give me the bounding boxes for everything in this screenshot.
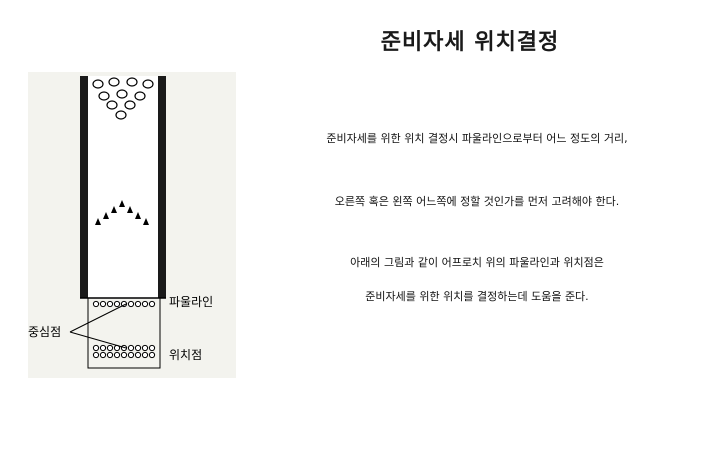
position-dots (92, 344, 156, 359)
dot (113, 351, 121, 359)
pin-circle (134, 91, 146, 101)
left-gutter (80, 76, 88, 298)
dot (141, 351, 149, 359)
lane-surface (88, 76, 158, 298)
arrow-mark (103, 212, 109, 219)
dot (99, 300, 107, 308)
dot (120, 351, 128, 359)
pin-circle (98, 91, 110, 101)
body-paragraph-3: 아래의 그림과 같이 어프로치 위의 파울라인과 위치점은 (350, 256, 604, 269)
target-arrows (95, 200, 149, 225)
arrow-mark (135, 212, 141, 219)
dot (148, 344, 156, 352)
center-point-label: 중심점 (28, 325, 61, 339)
dot (113, 300, 121, 308)
pin-circle (124, 100, 136, 110)
foul-line-label: 파울라인 (169, 295, 213, 309)
pin-circle (106, 100, 118, 110)
arrow-mark (127, 206, 133, 213)
dot (127, 351, 135, 359)
arrow-mark (95, 218, 101, 225)
pin-circle (115, 110, 127, 120)
position-point-label: 위치점 (169, 348, 202, 362)
arrow-mark (119, 200, 125, 207)
arrow-mark (143, 218, 149, 225)
dot (92, 300, 100, 308)
bowling-lane-diagram: 파울라인 중심점 위치점 (28, 76, 213, 369)
right-gutter (158, 76, 166, 298)
dot (106, 300, 114, 308)
pin-circle (108, 77, 120, 87)
center-point-pointer (69, 303, 127, 349)
pin-deck (92, 77, 154, 120)
approach-area (87, 297, 161, 369)
dot (134, 300, 142, 308)
dot (99, 344, 107, 352)
pin-circle (126, 77, 138, 87)
dot (148, 351, 156, 359)
dot (134, 344, 142, 352)
dot (141, 344, 149, 352)
dot (127, 344, 135, 352)
pin-circle (92, 79, 104, 89)
pin-circle (116, 89, 128, 99)
body-paragraph-1: 준비자세를 위한 위치 결정시 파울라인으로부터 어느 정도의 거리, (326, 132, 628, 145)
dot (106, 351, 114, 359)
arrow-mark (111, 206, 117, 213)
body-paragraph-2: 오른쪽 혹은 왼쪽 어느쪽에 정할 것인가를 먼저 고려해야 한다. (334, 195, 620, 208)
pin-circle (142, 79, 154, 89)
dot (148, 300, 156, 308)
dot (141, 300, 149, 308)
dot (134, 351, 142, 359)
dot (106, 344, 114, 352)
dot (92, 351, 100, 359)
slide-title: 준비자세 위치결정 (380, 30, 560, 55)
foul-line-dots (92, 300, 156, 308)
dot (127, 300, 135, 308)
dot (92, 344, 100, 352)
body-paragraph-4: 준비자세를 위한 위치를 결정하는데 도움을 준다. (365, 290, 589, 303)
dot (99, 351, 107, 359)
